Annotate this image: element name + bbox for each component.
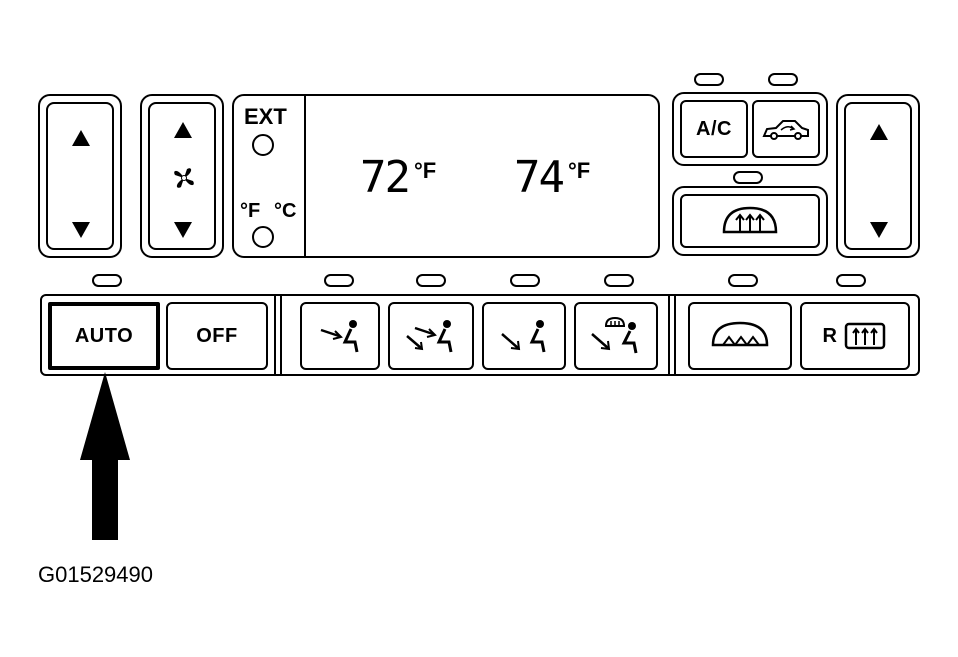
bilevel-indicator-led [416, 274, 446, 287]
ac-recirc-group: A/C [672, 92, 828, 166]
windshield-defrost-icon [722, 206, 778, 234]
ac-button[interactable]: A/C [680, 100, 748, 158]
figure-id: G01529490 [38, 562, 153, 587]
left-temp-control [38, 94, 122, 258]
display-divider [304, 96, 306, 256]
fan-icon [174, 168, 194, 188]
rear-window-defrost-icon [845, 322, 886, 350]
panel-vent-mode-button[interactable] [300, 302, 380, 370]
arrow-up-icon [72, 130, 90, 146]
group-separator [668, 296, 676, 374]
panel-vent-indicator-led [324, 274, 354, 287]
ext-label: EXT [244, 104, 287, 129]
arrow-up-icon [870, 124, 888, 140]
floor-vent-icon [501, 320, 546, 353]
unit-toggle-button[interactable] [252, 226, 274, 248]
windshield-icon [711, 321, 769, 347]
rear-defrost-button[interactable]: R [800, 302, 910, 370]
callout-arrow-up-icon [80, 372, 130, 540]
arrow-up-icon [174, 122, 192, 138]
unit-f-label: °F [240, 200, 261, 222]
fan-speed-up-down-button[interactable] [148, 102, 216, 250]
defrost-mode-button[interactable] [688, 302, 792, 370]
arrow-down-icon [870, 222, 888, 238]
right-temp-unit: °F [568, 158, 591, 183]
left-temp-up-down-button[interactable] [46, 102, 114, 250]
fan-speed-control [140, 94, 224, 258]
floor-indicator-led [510, 274, 540, 287]
ac-indicator-led [694, 73, 724, 86]
right-temp-control [836, 94, 920, 258]
floor-defrost-indicator-led [604, 274, 634, 287]
unit-c-label: °C [274, 200, 297, 222]
recirc-indicator-led [768, 73, 798, 86]
floor-defrost-vent-icon [591, 316, 638, 354]
ext-button[interactable] [252, 134, 274, 156]
auto-indicator-led [92, 274, 122, 287]
panel-vent-icon [320, 320, 359, 353]
front-defrost-button[interactable] [680, 194, 820, 248]
arrow-down-icon [72, 222, 90, 238]
auto-button[interactable]: AUTO [48, 302, 160, 370]
left-temp-unit: °F [414, 158, 437, 183]
front-defrost-indicator-led [733, 171, 763, 184]
auto-button-label: AUTO [74, 324, 134, 347]
arrow-down-icon [174, 222, 192, 238]
bilevel-vent-icon [406, 320, 453, 353]
recirculation-button[interactable] [752, 100, 820, 158]
left-temp-readout: 72 [360, 152, 411, 203]
right-temp-up-down-button[interactable] [844, 102, 912, 250]
bilevel-mode-button[interactable] [388, 302, 474, 370]
rear-defrost-label: R [822, 324, 838, 347]
ac-button-label: A/C [696, 117, 732, 140]
car-recirculation-icon [762, 120, 809, 140]
right-temp-readout: 74 [514, 152, 565, 203]
mode-button-strip: AUTO OFF [40, 294, 920, 376]
rear-defrost-indicator-led [836, 274, 866, 287]
group-separator [274, 296, 282, 374]
off-button-label: OFF [196, 324, 238, 347]
front-defrost-group [672, 186, 828, 256]
display-panel: EXT °F °C 72 °F 74 °F [232, 94, 660, 258]
floor-defrost-mode-button[interactable] [574, 302, 658, 370]
defrost-indicator-led [728, 274, 758, 287]
off-button[interactable]: OFF [166, 302, 268, 370]
floor-mode-button[interactable] [482, 302, 566, 370]
